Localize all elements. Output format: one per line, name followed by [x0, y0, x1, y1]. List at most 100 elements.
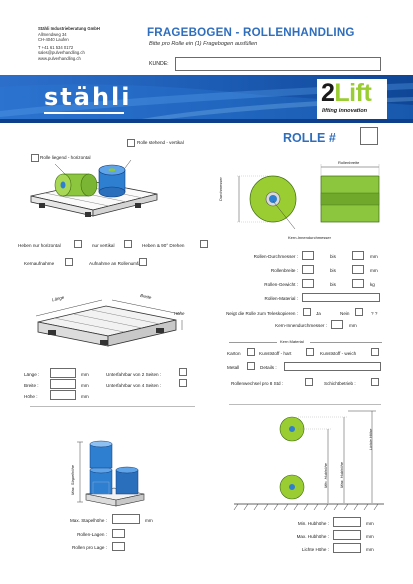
material-label: Rollen-Material : — [264, 296, 298, 301]
rolle-number-field[interactable] — [360, 127, 378, 145]
min-hubhoehe-unit: mm — [366, 521, 374, 526]
teleskop-unknown-label: ? ? — [371, 311, 378, 316]
gewicht-bis-label: bis — [330, 282, 336, 287]
kunde-field[interactable] — [175, 57, 381, 71]
unterfahrbar-4-checkbox[interactable] — [179, 379, 187, 387]
rolle-stehend-label: Rolle stehend - vertikal — [137, 140, 184, 145]
pallet-laenge-label: Länge : — [24, 372, 40, 377]
rolle-number-label: ROLLE # — [283, 131, 336, 145]
page-title: FRAGEBOGEN - ROLLENHANDLING — [147, 26, 355, 39]
breite-from-field[interactable] — [302, 265, 314, 274]
heben-horizontal-label: Heben nur horizontal — [18, 243, 61, 248]
roll-dimension-diagram — [237, 164, 380, 230]
stacked-rolls-illustration — [77, 440, 145, 507]
rollenbreite-tag: Rollenbreite — [338, 160, 360, 165]
pallet-hoehe-field[interactable] — [50, 390, 76, 400]
breite-label: Rollenbreite : — [270, 268, 298, 273]
kern-innen-unit: mm — [349, 323, 357, 328]
gewicht-from-field[interactable] — [302, 279, 314, 288]
breite-unit: mm — [370, 268, 378, 273]
durchmesser-to-field[interactable] — [352, 251, 364, 260]
schichtbetrieb-field[interactable] — [371, 378, 379, 386]
page-subtitle: Bitte pro Rolle ein (1) Fragebogen ausfü… — [149, 41, 258, 47]
rolle-stehend-checkbox[interactable] — [127, 139, 135, 147]
staehli-logo-underline — [44, 112, 124, 114]
breite-to-field[interactable] — [352, 265, 364, 274]
heben-90-checkbox[interactable] — [200, 240, 208, 248]
durchmesser-tag: Durchmesser — [218, 177, 223, 201]
karton-checkbox[interactable] — [247, 348, 255, 356]
rollen-pro-lage-field[interactable] — [112, 542, 125, 551]
rollenwechsel-field[interactable] — [305, 378, 313, 386]
details-label: Details : — [260, 365, 277, 370]
schichtbetrieb-label: Schichtbetrieb : — [324, 381, 356, 386]
kernaufnahme-checkbox[interactable] — [65, 258, 73, 266]
company-phone: T +41 61 534 0172 — [38, 44, 74, 50]
rolle-liegend-checkbox[interactable] — [31, 154, 39, 162]
company-address: Stähli Industrieberatung GmbH Allmendweg… — [38, 26, 100, 62]
max-hubhoehe-tag: Max. Hubhöhe — [339, 461, 344, 488]
twolift-logo-two — [321, 79, 335, 107]
kunststoff-weich-label: Kunststoff - weich — [320, 351, 357, 356]
kern-tag: Kern-Innendurchmesser — [288, 235, 331, 240]
pallet-laenge-field[interactable] — [50, 368, 76, 378]
pallet-with-rolls-illustration — [30, 159, 158, 217]
karton-label: Karton — [227, 351, 241, 356]
lift-divider — [229, 404, 381, 405]
metall-checkbox[interactable] — [247, 362, 255, 370]
brand-banner: stähli 2Lift 2 lifting innovation — [0, 75, 413, 123]
kunststoff-weich-checkbox[interactable] — [371, 348, 379, 356]
twolift-logo-two-glyph: 2 — [321, 79, 335, 107]
lichte-hoehe-unit: mm — [366, 547, 374, 552]
max-stapelhoehe-field[interactable] — [112, 514, 140, 524]
aufnahme-umfang-checkbox[interactable] — [139, 258, 147, 266]
kunde-label: KUNDE: — [149, 61, 169, 67]
unterfahrbar-2-label: Unterfahrbar von 2 Seiten : — [106, 372, 162, 377]
material-field[interactable] — [302, 293, 380, 302]
staehli-logo: stähli — [44, 83, 132, 111]
teleskop-nein-label: Nein — [340, 311, 350, 316]
heben-90-label: Heben & 90° Drehen — [142, 243, 185, 248]
max-stapelhoehe-unit: mm — [145, 518, 153, 523]
max-hubhoehe-field[interactable] — [333, 530, 361, 540]
kern-material-divider-right — [310, 342, 382, 343]
lift-height-illustration — [233, 410, 384, 511]
teleskop-nein-checkbox[interactable] — [355, 308, 363, 316]
pallet-breite-unit: mm — [81, 383, 89, 388]
durchmesser-from-field[interactable] — [302, 251, 314, 260]
max-hubhoehe-label: Max. Hubhöhe : — [296, 534, 329, 539]
pallet-hoehe-unit: mm — [81, 394, 89, 399]
unterfahrbar-4-label: Unterfahrbar von 4 Seiten : — [106, 383, 162, 388]
pallet-dimension-illustration — [35, 299, 183, 347]
aufnahme-umfang-label: Aufnahme an Rollenumfang — [89, 261, 146, 266]
kernaufnahme-label: Kernaufnahme — [24, 261, 55, 266]
teleskop-ja-checkbox[interactable] — [303, 308, 311, 316]
nur-vertikal-label: nur vertikal — [92, 243, 115, 248]
lichte-hoehe-field[interactable] — [333, 543, 361, 553]
max-stapelhoehe-tag: Max. Stapelhöhe — [70, 464, 75, 495]
unterfahrbar-2-checkbox[interactable] — [179, 368, 187, 376]
min-hubhoehe-label: Min. Hubhöhe : — [297, 521, 329, 526]
nur-vertikal-checkbox[interactable] — [124, 240, 132, 248]
stack-divider — [30, 406, 195, 407]
rolle-liegend-label: Rolle liegend - horizontal — [40, 155, 91, 160]
durchmesser-bis-label: bis — [330, 254, 336, 259]
gewicht-to-field[interactable] — [352, 279, 364, 288]
pallet-laenge-unit: mm — [81, 372, 89, 377]
metall-label: Metall — [227, 365, 240, 370]
kern-innen-field[interactable] — [331, 320, 343, 329]
company-city: CH-4040 Laufen — [38, 37, 69, 43]
kunststoff-hart-checkbox[interactable] — [306, 348, 314, 356]
kunststoff-hart-label: Kunststoff - hart — [259, 351, 292, 356]
pallet-breite-field[interactable] — [50, 379, 76, 389]
details-field[interactable] — [284, 362, 381, 371]
rollenwechsel-label: Rollenwechsel pro 8 Std : — [231, 381, 284, 386]
min-hubhoehe-field[interactable] — [333, 517, 361, 527]
twolift-logo-box: 2Lift 2 lifting innovation — [317, 79, 387, 119]
company-email: sales@pulverhandling.ch — [38, 50, 85, 56]
kern-material-divider-left — [229, 342, 277, 343]
heben-horizontal-checkbox[interactable] — [74, 240, 82, 248]
teleskop-ja-label: Ja — [316, 311, 321, 316]
rollen-lagen-field[interactable] — [112, 529, 125, 538]
teleskop-label: Neigt die Rolle zum Teleskopieren : — [226, 311, 298, 316]
